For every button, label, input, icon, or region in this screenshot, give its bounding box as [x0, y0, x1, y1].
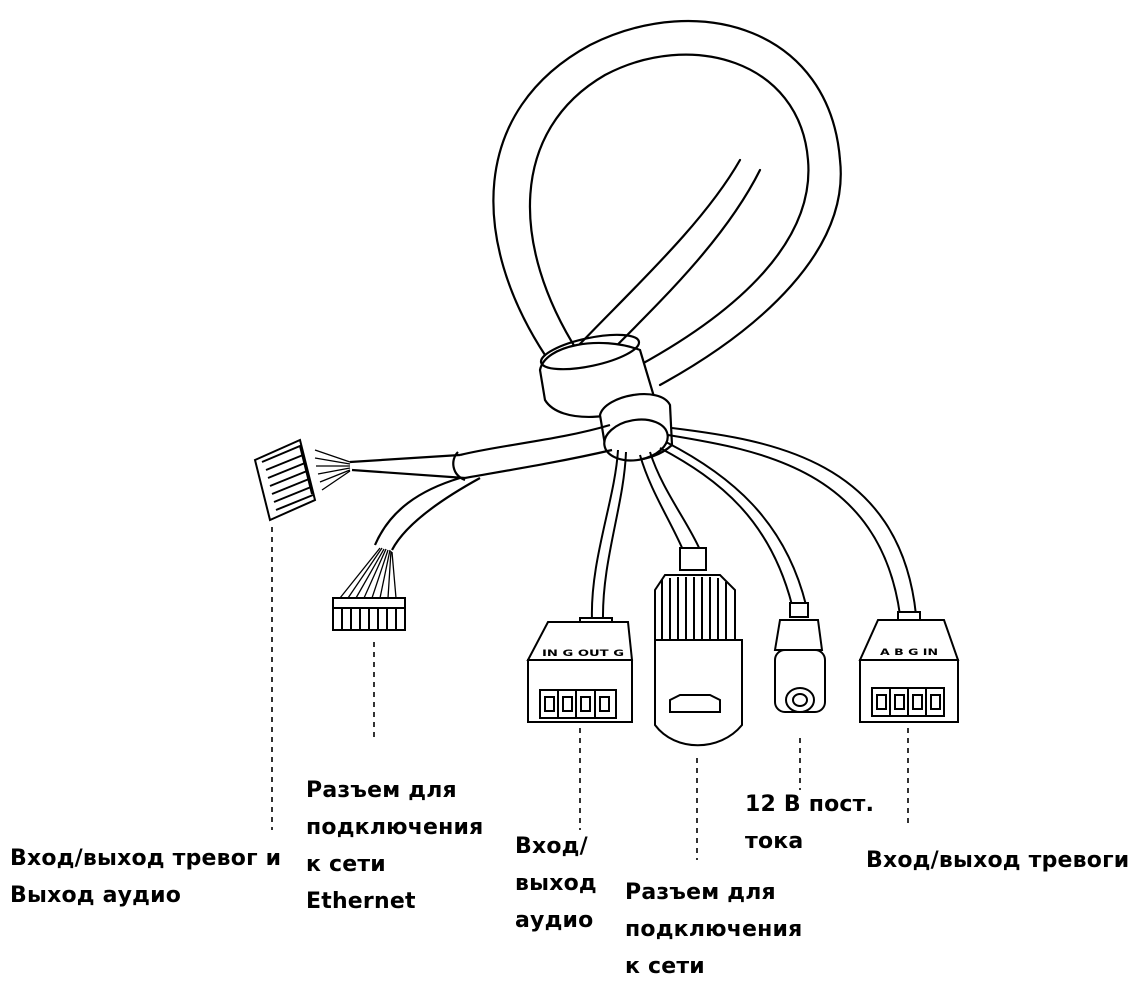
label-line: Ethernet [306, 889, 416, 914]
connector-top-left [253, 438, 317, 522]
wires-lower-left [339, 547, 397, 599]
label-line: к сети [306, 852, 386, 877]
label-line: Разъем для [625, 880, 776, 905]
dc-power-jack [773, 602, 826, 713]
label-line: Вход/выход тревог и [10, 846, 282, 871]
label-line: Разъем для [306, 778, 457, 803]
audio-terminal-block [526, 617, 634, 723]
wires-top-left [314, 449, 351, 491]
label-alarm-io: Вход/выход тревоги [866, 842, 1129, 879]
label-line: к сети [625, 954, 705, 979]
label-line: аудио [515, 908, 594, 933]
label-line: выход [515, 871, 597, 896]
label-line: Вход/выход тревоги [866, 848, 1130, 873]
left-cable [349, 423, 613, 551]
label-ethernet-right: Разъем для подключения к сети [625, 874, 802, 985]
label-ethernet-left: Разъем для подключения к сети Ethernet [306, 772, 483, 920]
label-line: Выход аудио [10, 883, 182, 908]
audio-block-marking: IN G OUT G [542, 649, 624, 659]
label-line: Вход/ [515, 834, 588, 859]
cable-boot [538, 333, 674, 462]
cable-loop [492, 19, 842, 387]
label-line: 12 В пост. [745, 792, 875, 817]
label-line: подключения [306, 815, 484, 840]
leader-lines [271, 527, 909, 860]
rj45-connector [654, 547, 743, 747]
label-line: тока [745, 829, 804, 854]
alarm-terminal-block [858, 611, 960, 723]
label-audio-io: Вход/ выход аудио [515, 828, 597, 939]
label-line: подключения [625, 917, 803, 942]
connector-lower-left [332, 597, 406, 631]
alarm-block-marking: A B G IN [880, 648, 938, 658]
label-power: 12 В пост. тока [745, 786, 874, 860]
down-cables [590, 427, 917, 621]
label-alarm-audio: Вход/выход тревог и Выход аудио [10, 840, 281, 914]
